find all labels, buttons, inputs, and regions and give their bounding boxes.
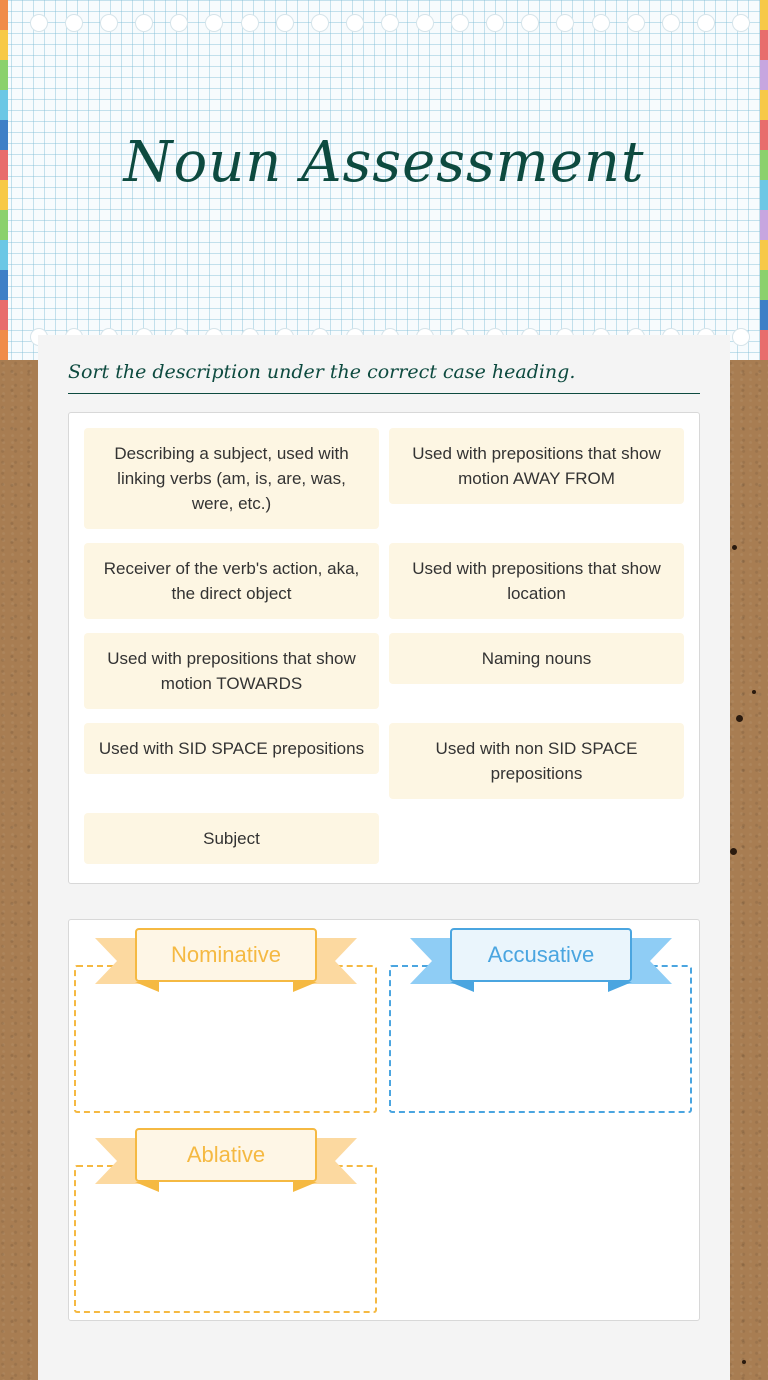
ribbon-shape — [95, 938, 357, 992]
category-label-accusative: Accusative — [450, 928, 632, 982]
sort-card[interactable]: Receiver of the verb's action, aka, the … — [84, 543, 379, 619]
sort-card[interactable]: Used with prepositions that show motion … — [84, 633, 379, 709]
color-stripe-left — [0, 0, 8, 360]
sort-card[interactable]: Used with non SID SPACE prepositions — [389, 723, 684, 799]
cork-speck — [752, 690, 756, 694]
dropzone-accusative[interactable] — [389, 965, 692, 1113]
sort-card[interactable]: Describing a subject, used with linking … — [84, 428, 379, 529]
sort-card[interactable]: Used with SID SPACE prepositions — [84, 723, 379, 774]
worksheet: Sort the description under the correct c… — [38, 335, 730, 1380]
dropzone-nominative[interactable] — [74, 965, 377, 1113]
ribbon-accusative: Accusative — [410, 928, 672, 994]
cork-speck — [732, 545, 737, 550]
card-pool: Describing a subject, used with linking … — [68, 412, 700, 884]
color-stripe-right — [760, 0, 768, 360]
cork-speck — [730, 848, 737, 855]
ribbon-shape — [95, 1138, 357, 1192]
category-label-ablative: Ablative — [135, 1128, 317, 1182]
cork-speck — [736, 715, 743, 722]
category-groups: Nominative Accusative Ablative — [68, 919, 700, 1321]
ribbon-ablative: Ablative — [95, 1128, 357, 1194]
cork-speck — [742, 1360, 746, 1364]
sort-card[interactable]: Subject — [84, 813, 379, 864]
ribbon-nominative: Nominative — [95, 928, 357, 994]
ribbon-shape — [410, 938, 672, 992]
binder-holes-top — [30, 14, 750, 32]
sort-card[interactable]: Used with prepositions that show motion … — [389, 428, 684, 504]
sort-card[interactable]: Naming nouns — [389, 633, 684, 684]
sort-card[interactable]: Used with prepositions that show locatio… — [389, 543, 684, 619]
header-banner: Noun Assessment — [0, 0, 768, 360]
instruction-text: Sort the description under the correct c… — [68, 361, 700, 394]
category-label-nominative: Nominative — [135, 928, 317, 982]
page-title: Noun Assessment — [123, 130, 645, 195]
